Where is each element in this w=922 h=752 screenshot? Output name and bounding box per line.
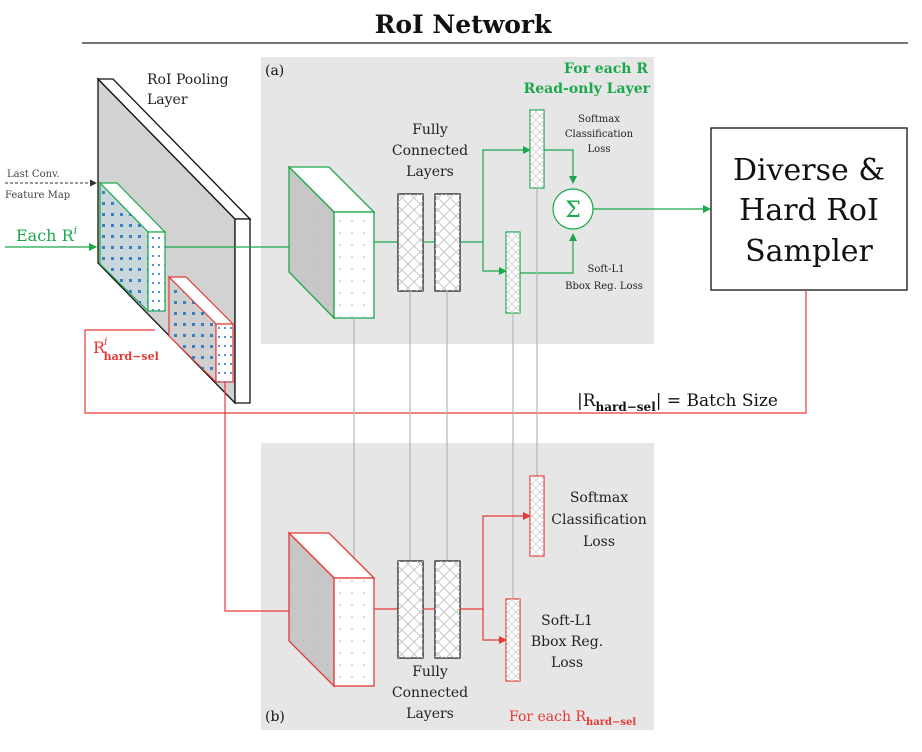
- bbox-a-label-2: Bbox Reg. Loss: [565, 281, 643, 292]
- each-r-label: Each Ri: [16, 224, 77, 245]
- bbox-box-b: [505, 598, 521, 682]
- bbox-b-label-1: Soft-L1: [541, 613, 593, 629]
- last-conv-label-2: Feature Map: [5, 190, 70, 201]
- bbox-box-a: [505, 231, 521, 314]
- bbox-a-label-1: Soft-L1: [588, 264, 625, 275]
- sum-node: [520, 149, 594, 274]
- softmax-a-label-3: Loss: [588, 144, 611, 155]
- branch-lines-a: [460, 146, 531, 275]
- feedback-loop-line: [84, 290, 807, 414]
- softmax-a-label-2: Classification: [565, 129, 634, 140]
- fc-layers-a: [397, 193, 461, 292]
- softmax-box-b: [529, 475, 545, 557]
- softmax-b-label-1: Softmax: [570, 490, 628, 506]
- pooling-layer-label-1: RoI Pooling: [147, 72, 229, 88]
- bbox-b-label-3: Loss: [551, 655, 583, 671]
- pooling-layer-label-2: Layer: [147, 92, 188, 108]
- sampler-label-3: Sampler: [745, 234, 873, 269]
- panel-a-header-line1: For each R: [564, 61, 648, 77]
- red-flow-to-b: [224, 382, 306, 615]
- fc-b-label-1: Fully: [412, 664, 448, 680]
- fc-a-label-3: Layers: [406, 164, 454, 180]
- panel-a-tag: (a): [265, 63, 284, 79]
- panel-a-header-line2: Read-only Layer: [524, 81, 651, 97]
- branch-lines-b: [460, 512, 531, 644]
- panel-b-tag: (b): [265, 709, 285, 725]
- green-roi-box: [98, 181, 167, 313]
- red-roi-box: [167, 275, 235, 384]
- fc-a-label-2: Connected: [392, 143, 468, 159]
- softmax-b-label-3: Loss: [583, 534, 615, 550]
- softmax-a-label-1: Softmax: [578, 114, 620, 125]
- cube-a: [287, 165, 376, 320]
- sampler-box: [710, 127, 908, 291]
- fc-b-label-2: Connected: [392, 685, 468, 701]
- sampler-label-1: Diverse &: [733, 153, 885, 188]
- sampler-label-2: Hard RoI: [739, 193, 879, 228]
- bbox-b-label-2: Bbox Reg.: [531, 634, 603, 650]
- cube-b: [287, 531, 376, 688]
- last-conv-label-1: Last Conv.: [7, 169, 60, 180]
- diagram-title: RoI Network: [375, 10, 553, 39]
- fc-a-label-1: Fully: [412, 122, 448, 138]
- softmax-b-label-2: Classification: [551, 512, 646, 528]
- fc-b-label-3: Layers: [406, 706, 454, 722]
- softmax-box-a: [529, 109, 545, 189]
- panel-b-footer: For each Rhard−sel: [509, 709, 636, 728]
- batch-size-label: |Rhard−sel| = Batch Size: [577, 391, 778, 414]
- sum-symbol: Σ: [565, 198, 581, 223]
- shared-weight-links: [353, 188, 538, 599]
